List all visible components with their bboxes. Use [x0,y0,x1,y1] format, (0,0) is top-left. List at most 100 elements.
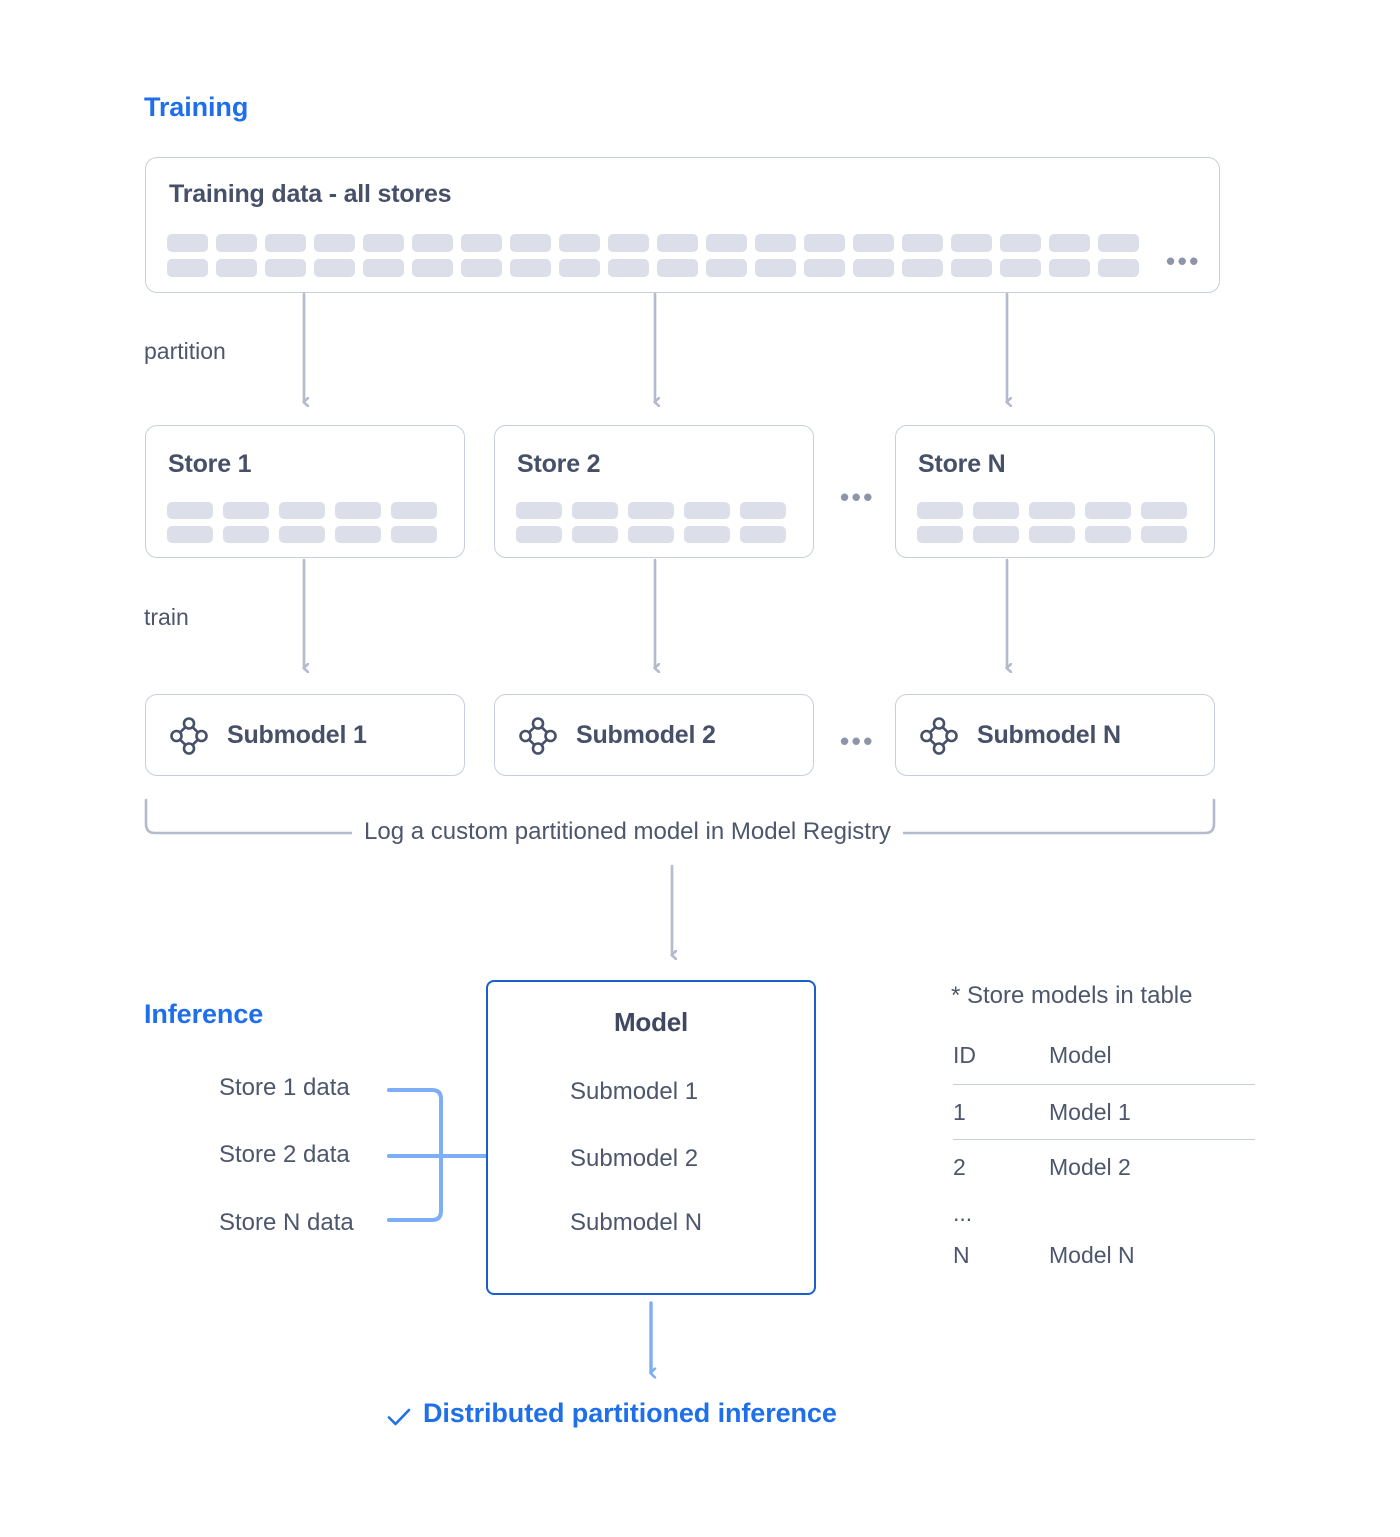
inference-model-box-title: Model [613,1007,689,1037]
data-record-pill [628,502,674,519]
data-record-pill [657,234,698,252]
partitioned-model-icon [518,716,558,756]
data-record-pill [804,259,845,277]
stores-overflow-dots: ••• [840,482,875,512]
data-record-pill [572,502,618,519]
store-card-n-title: Store N [918,450,1006,478]
train-arrows [304,558,1007,668]
data-record-pill [755,234,796,252]
table-row: N Model N [953,1232,1255,1278]
data-record-pill [951,259,992,277]
data-record-pill [1049,259,1090,277]
data-record-pill [559,234,600,252]
data-record-pill [1029,526,1075,543]
data-record-pill [1000,234,1041,252]
data-record-pill [684,526,730,543]
table-header-model: Model [1049,1042,1255,1085]
data-record-pill [1098,259,1139,277]
data-record-pill [902,234,943,252]
table-header-id: ID [953,1042,1049,1085]
inference-input-store-2: Store 2 data [219,1141,350,1168]
data-record-pill [516,502,562,519]
table-cell-model: Model 2 [1049,1153,1131,1180]
data-record-pill [572,526,618,543]
data-record-pill [1098,234,1139,252]
submodel-card-n-label: Submodel N [977,721,1121,749]
store-card-1-pill-grid [167,502,447,543]
data-record-pill [265,259,306,277]
data-record-pill [608,234,649,252]
partition-edge-label: partition [144,338,226,364]
submodel-card-n: Submodel N [895,694,1215,776]
data-record-pill [917,502,963,519]
data-record-pill [706,259,747,277]
data-record-pill [461,259,502,277]
data-record-pill [740,526,786,543]
inference-input-store-1: Store 1 data [219,1074,350,1101]
data-record-pill [1000,259,1041,277]
data-record-pill [740,502,786,519]
data-record-pill [755,259,796,277]
table-cell-id: N [953,1241,970,1268]
partitioned-model-icon [919,716,959,756]
data-record-pill [167,502,213,519]
inference-input-store-n: Store N data [219,1209,354,1236]
table-row-ellipsis: ... [953,1194,1255,1232]
data-record-pill [216,259,257,277]
partition-arrows [304,291,1007,402]
table-cell-id: 1 [953,1084,1049,1140]
data-record-pill [335,526,381,543]
inference-model-submodel-1: Submodel 1 [570,1078,699,1105]
data-record-pill [1085,502,1131,519]
submodels-overflow-dots: ••• [840,726,875,756]
training-data-pill-grid [167,234,1152,278]
data-record-pill [1141,502,1187,519]
submodel-card-2-label: Submodel 2 [576,721,716,749]
submodel-card-1: Submodel 1 [145,694,465,776]
data-record-pill [223,502,269,519]
submodel-card-1-label: Submodel 1 [227,721,367,749]
data-record-pill [461,234,502,252]
store-models-table-note: * Store models in table [951,982,1193,1009]
data-record-pill [1141,526,1187,543]
store-card-2-title: Store 2 [517,450,601,478]
data-record-pill [335,502,381,519]
data-record-pill [167,526,213,543]
data-record-pill [1085,526,1131,543]
store-models-table: ID Model 1 Model 1 2 Model 2 ... N Model… [953,1042,1255,1278]
data-record-pill [917,526,963,543]
store-card-1-title: Store 1 [168,450,252,478]
data-record-pill [628,526,674,543]
store-card-n-pill-grid [917,502,1197,543]
inference-model-submodel-n: Submodel N [570,1209,703,1236]
table-cell-model: Model N [1049,1241,1135,1268]
data-record-pill [167,234,208,252]
data-record-pill [412,234,453,252]
data-record-pill [510,259,551,277]
store-card-1: Store 1 [145,425,465,558]
data-record-pill [951,234,992,252]
data-record-pill [516,526,562,543]
registry-bracket-caption: Log a custom partitioned model in Model … [352,818,903,846]
table-cell-id: ... [953,1199,973,1226]
table-cell-model [1049,1194,1255,1232]
data-record-pill [223,526,269,543]
data-record-pill [684,502,730,519]
data-record-pill [608,259,649,277]
table-cell-model: Model 1 [1049,1084,1255,1140]
inference-section-heading: Inference [144,999,264,1029]
partitioned-model-icon [169,716,209,756]
table-header-row: ID Model [953,1042,1255,1085]
store-card-n: Store N [895,425,1215,558]
data-record-pill [902,259,943,277]
training-section-heading: Training [144,92,249,122]
store-card-2: Store 2 [494,425,814,558]
data-record-pill [314,234,355,252]
data-record-pill [804,234,845,252]
data-record-pill [1029,502,1075,519]
data-record-pill [216,234,257,252]
data-record-pill [853,259,894,277]
data-record-pill [853,234,894,252]
store-card-2-pill-grid [516,502,796,543]
